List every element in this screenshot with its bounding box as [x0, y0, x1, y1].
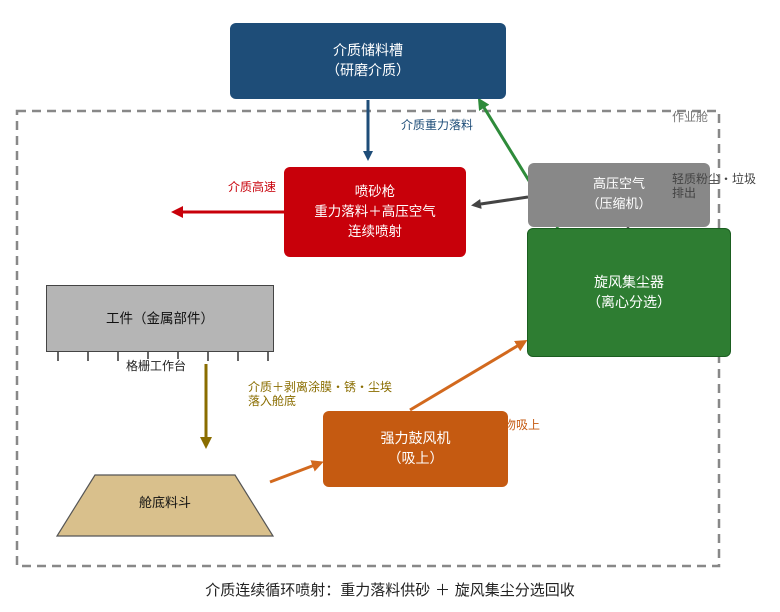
hopper-shape [55, 474, 275, 537]
blast-gun-detail: 重力落料＋高压空气 [314, 204, 436, 220]
workpiece-box: 工件（金属部件） [46, 285, 274, 352]
blower-box: 强力鼓风机 （吸上） [323, 411, 508, 487]
media-tank-box: 介质储料槽 （研磨介质） [230, 23, 506, 99]
exhaust-label-line1: 轻质粉尘・垃圾 [672, 172, 757, 186]
media-tank-subtitle: （研磨介质） [326, 63, 410, 79]
blower-subtitle: （吸上） [387, 451, 444, 467]
blast-gun-title: 喷砂枪 [354, 184, 396, 200]
exhaust-label-line2: 排出 [672, 186, 697, 200]
blower-to-cyclone-arrow [409, 339, 528, 412]
hopper-to-blower-arrow [269, 460, 324, 484]
fall-label-line1: 介质＋剥离涂膜・锈・尘埃 [248, 380, 393, 394]
chamber-label: 作业舱 [672, 110, 709, 124]
blast-gun-mode: 连续喷射 [348, 224, 402, 240]
suction-label: 吻吸上 [504, 418, 541, 432]
compressed-air-subtitle: （压缩机） [586, 197, 652, 212]
blower-title: 强力鼓风机 [380, 431, 451, 447]
cyclone-subtitle: （离心分选） [587, 294, 671, 311]
compressed-air-title: 高压空气 [592, 177, 645, 192]
compressed-air-box: 高压空气 （压缩机） [528, 163, 710, 227]
diagram-caption: 介质连续循环喷射：重力落料供砂 ＋ 旋风集尘分选回收 [205, 581, 575, 599]
grate-label: 格栅工作台 [124, 359, 189, 373]
gravity-feed-label: 介质重力落料 [401, 118, 474, 132]
air-supply-arrow [471, 195, 529, 209]
media-tank-title: 介质储料槽 [333, 43, 403, 59]
blast-gun-box: 喷砂枪 重力落料＋高压空气 连续喷射 [284, 167, 466, 257]
cyclone-box: 旋风集尘器 （离心分选） [527, 228, 731, 357]
high-speed-label: 介质高速 [228, 180, 277, 194]
cyclone-title: 旋风集尘器 [594, 274, 664, 291]
fall-label-line2: 落入舱底 [248, 394, 297, 408]
workpiece-label: 工件（金属部件） [106, 310, 214, 327]
hopper-label: 舱底料斗 [138, 496, 191, 511]
